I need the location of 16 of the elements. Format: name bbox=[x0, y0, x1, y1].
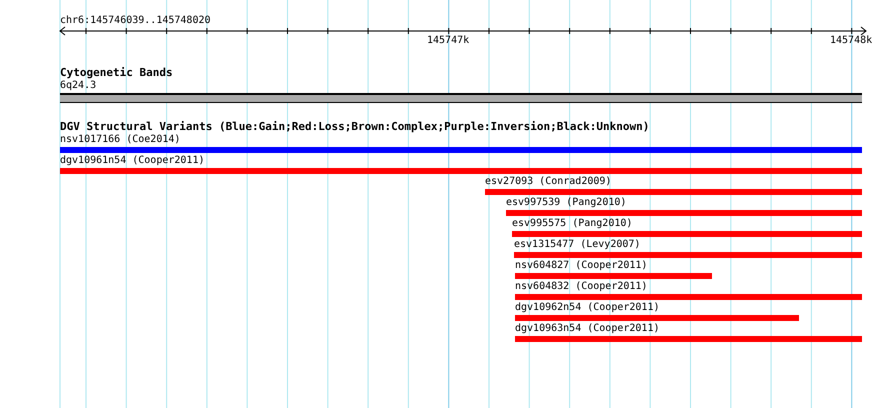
variant-label: dgv10963n54 (Cooper2011) bbox=[515, 323, 660, 335]
variant-label: esv995575 (Pang2010) bbox=[512, 218, 632, 230]
track-title: DGV Structural Variants (Blue:Gain;Red:Loss;Brown:Complex;Purple:Inversion;Black:Unknown) bbox=[60, 121, 650, 133]
variant-label: nsv604832 (Cooper2011) bbox=[515, 281, 648, 293]
tick-label: 145747k bbox=[427, 35, 470, 47]
variant-label: nsv604827 (Cooper2011) bbox=[515, 260, 648, 272]
tick-label: 145748k bbox=[830, 35, 872, 47]
variant-label: esv27093 (Conrad2009) bbox=[485, 176, 612, 188]
variant-label: esv997539 (Pang2010) bbox=[506, 197, 626, 209]
variant-label: esv1315477 (Levy2007) bbox=[514, 239, 640, 251]
coordinate-label: chr6:145746039..145748020 bbox=[60, 15, 211, 27]
band-label: 6q24.3 bbox=[60, 80, 96, 92]
variant-label: nsv1017166 (Coe2014) bbox=[60, 134, 180, 146]
track-title: Cytogenetic Bands bbox=[60, 67, 173, 79]
variant-label: dgv10962n54 (Cooper2011) bbox=[515, 302, 660, 314]
variant-label: dgv10961n54 (Cooper2011) bbox=[60, 155, 204, 167]
